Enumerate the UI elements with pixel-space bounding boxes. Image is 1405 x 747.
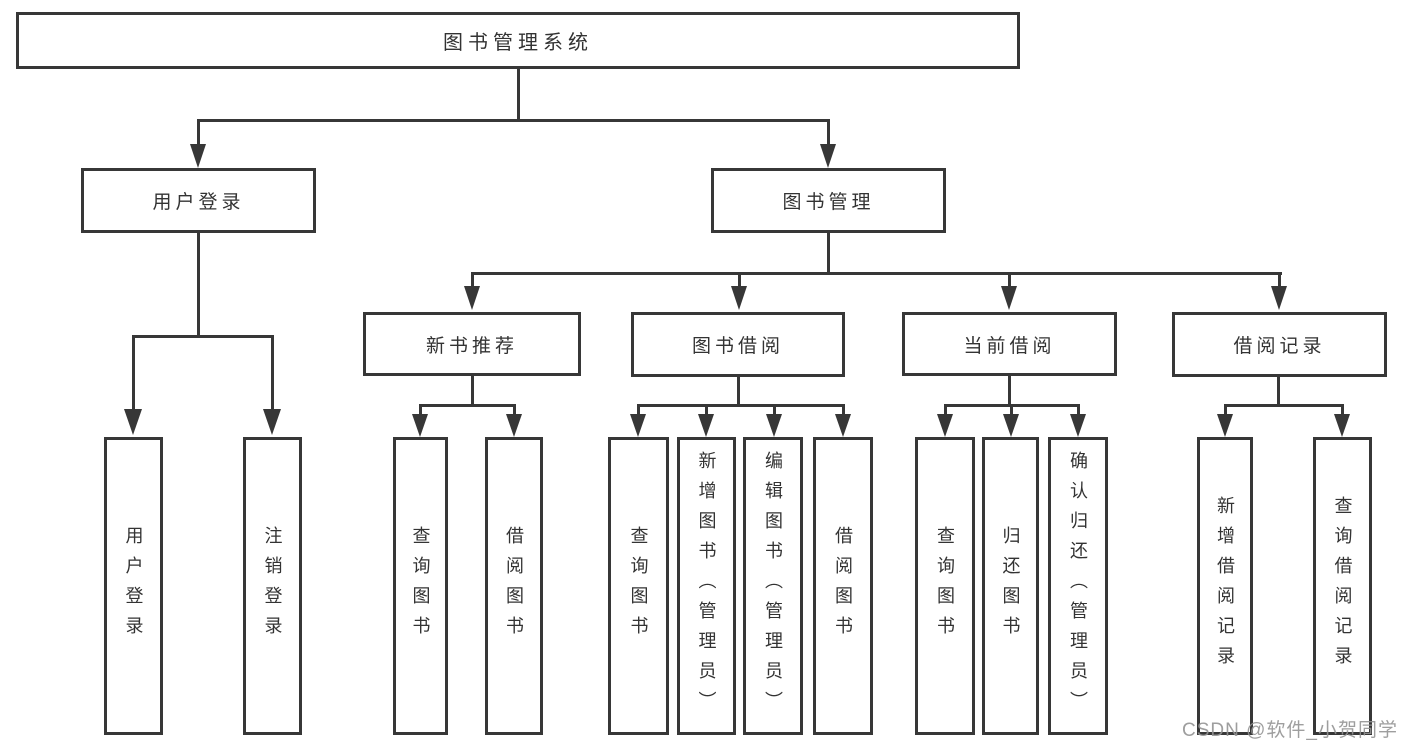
node-label: 图书管理系统 [443, 32, 593, 54]
arrowhead-icon [766, 414, 782, 437]
node-label: 当前借阅 [963, 335, 1056, 357]
connector [1277, 377, 1280, 406]
node-label: 新增借阅记录 [1215, 496, 1235, 676]
node-user-login: 用户登录 [81, 168, 316, 233]
arrowhead-icon [464, 286, 480, 310]
node-label: 图书借阅 [691, 336, 784, 357]
leaf-return-books: 归还图书 [982, 437, 1039, 735]
node-label: 归还图书 [1000, 526, 1021, 646]
node-label: 确认归还（管理员） [1068, 451, 1088, 721]
node-current-borrowing: 当前借阅 [902, 312, 1117, 376]
leaf-confirm-return-admin: 确认归还（管理员） [1048, 437, 1108, 735]
node-label: 查询图书 [628, 526, 649, 646]
leaf-user-login: 用户登录 [104, 437, 163, 735]
connector [271, 335, 274, 411]
leaf-logout: 注销登录 [243, 437, 302, 735]
arrowhead-icon [820, 144, 836, 168]
connector [197, 233, 200, 337]
node-book-management: 图书管理 [711, 168, 946, 233]
arrowhead-icon [1070, 414, 1086, 437]
node-book-borrowing: 图书借阅 [631, 312, 845, 377]
leaf-borrow-books-2: 借阅图书 [813, 437, 873, 735]
leaf-add-borrow-record: 新增借阅记录 [1197, 437, 1253, 735]
arrowhead-icon [731, 286, 747, 310]
node-label: 注销登录 [262, 526, 283, 646]
connector [132, 335, 274, 338]
connector [513, 404, 516, 416]
node-label: 查询借阅记录 [1332, 496, 1353, 676]
leaf-edit-books-admin: 编辑图书（管理员） [743, 437, 803, 735]
connector [827, 233, 830, 274]
leaf-query-books-3: 查询图书 [915, 437, 975, 735]
connector [1224, 404, 1344, 407]
node-label: 借阅图书 [833, 526, 853, 646]
connector [471, 376, 474, 406]
node-new-book-recommend: 新书推荐 [363, 312, 581, 376]
connector [944, 404, 947, 416]
connector [1341, 404, 1344, 416]
leaf-query-books-2: 查询图书 [608, 437, 669, 735]
node-label: 借阅图书 [504, 526, 524, 646]
connector [738, 272, 741, 288]
node-library-management-system: 图书管理系统 [16, 12, 1020, 69]
node-label: 借阅记录 [1233, 336, 1326, 357]
arrowhead-icon [1217, 414, 1233, 437]
node-borrowing-records: 借阅记录 [1172, 312, 1387, 377]
arrowhead-icon [190, 144, 206, 168]
connector [517, 69, 520, 122]
connector [1278, 272, 1281, 288]
node-label: 用户登录 [123, 526, 144, 646]
node-label: 查询图书 [935, 526, 955, 646]
arrowhead-icon [506, 414, 522, 437]
connector [1008, 376, 1011, 406]
leaf-borrow-books-1: 借阅图书 [485, 437, 543, 735]
connector [197, 119, 830, 122]
connector [1077, 404, 1080, 416]
arrowhead-icon [124, 409, 142, 435]
node-label: 图书管理 [782, 192, 875, 213]
leaf-add-books-admin: 新增图书（管理员） [677, 437, 736, 735]
connector [419, 404, 422, 416]
node-label: 查询图书 [410, 526, 431, 646]
arrowhead-icon [263, 409, 281, 435]
connector [471, 272, 1282, 275]
connector [705, 404, 708, 416]
arrowhead-icon [1334, 414, 1350, 437]
node-label: 编辑图书（管理员） [763, 451, 783, 721]
arrowhead-icon [1271, 286, 1287, 310]
arrowhead-icon [412, 414, 428, 437]
arrowhead-icon [630, 414, 646, 437]
connector [1010, 404, 1013, 416]
connector [637, 404, 640, 416]
leaf-query-borrow-record: 查询借阅记录 [1313, 437, 1372, 735]
connector [1008, 272, 1011, 288]
arrowhead-icon [1001, 286, 1017, 310]
leaf-query-books-1: 查询图书 [393, 437, 448, 735]
connector [827, 119, 830, 146]
connector [132, 335, 135, 411]
connector [773, 404, 776, 416]
arrowhead-icon [698, 414, 714, 437]
connector [737, 377, 740, 406]
connector [637, 404, 844, 407]
connector [197, 119, 200, 146]
node-label: 用户登录 [152, 192, 245, 213]
arrowhead-icon [1003, 414, 1019, 437]
connector [419, 404, 516, 407]
connector [1224, 404, 1227, 416]
arrowhead-icon [835, 414, 851, 437]
node-label: 新增图书（管理员） [696, 451, 717, 721]
connector [842, 404, 845, 416]
connector [471, 272, 474, 288]
arrowhead-icon [937, 414, 953, 437]
node-label: 新书推荐 [425, 335, 518, 357]
csdn-watermark: CSDN @软件_小贺同学 [1182, 720, 1398, 741]
